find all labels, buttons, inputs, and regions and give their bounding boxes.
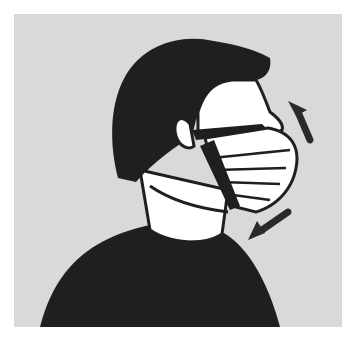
mask-illustration-svg xyxy=(0,0,354,339)
mask-illustration xyxy=(0,0,354,339)
